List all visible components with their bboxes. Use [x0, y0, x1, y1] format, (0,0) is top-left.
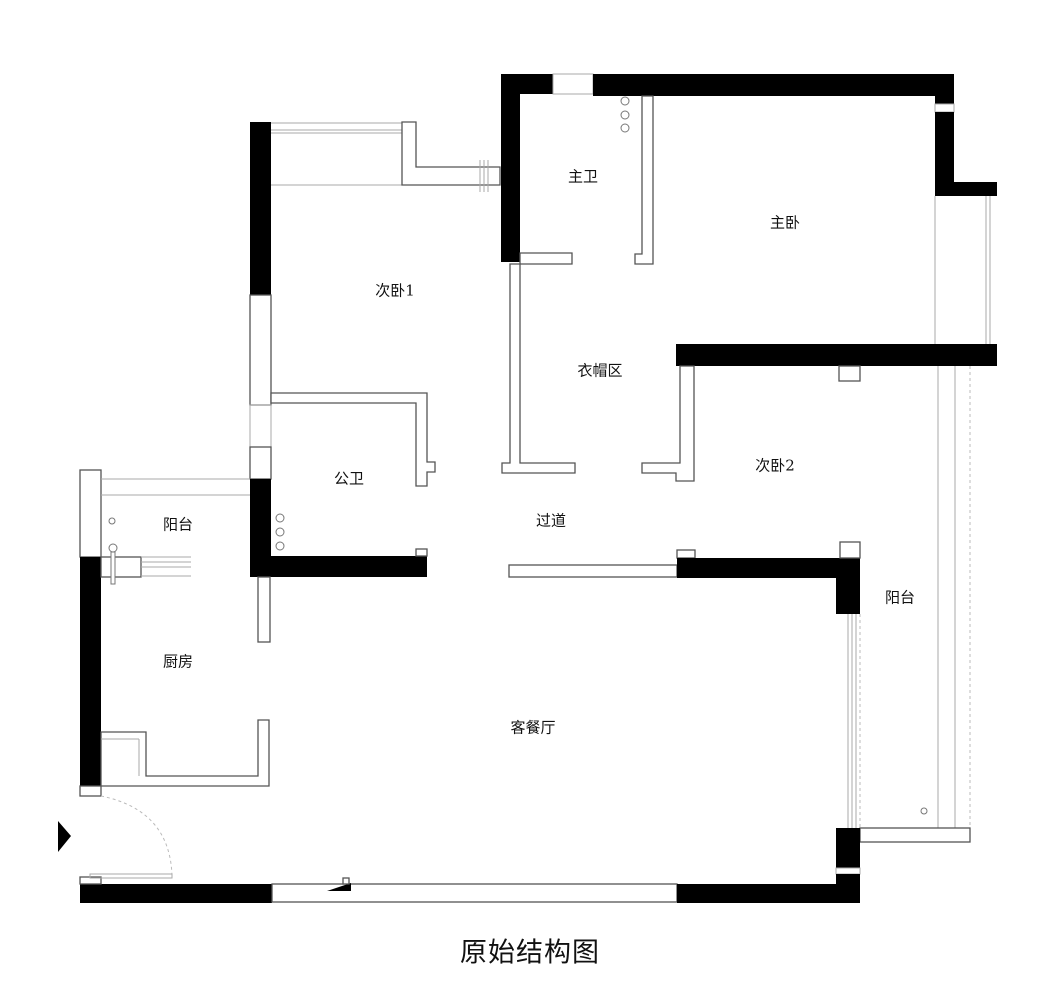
room-label-balcony-left: 阳台 [162, 515, 194, 534]
wall-partition [249, 294, 272, 406]
room-label-second-bedroom-2: 次卧2 [755, 456, 795, 475]
room-label-corridor: 过道 [535, 511, 567, 530]
room-label-public-bath: 公卫 [333, 469, 365, 488]
room-label-kitchen: 厨房 [162, 652, 194, 671]
room-label-master-bedroom: 主卧 [769, 213, 801, 232]
room-label-balcony-right: 阳台 [884, 588, 916, 607]
room-label-cloakroom: 衣帽区 [577, 361, 623, 380]
wall-partition [401, 121, 501, 186]
entrance-arrow-icon [58, 821, 71, 852]
room-label-master-bath: 主卫 [567, 167, 599, 186]
room-label-second-bedroom-1: 次卧1 [375, 281, 415, 300]
diagram-title: 原始结构图 [460, 937, 600, 969]
wall-partition [249, 446, 272, 480]
room-label-living-dining: 客餐厅 [510, 718, 556, 737]
window [249, 404, 272, 448]
wall [250, 122, 271, 295]
